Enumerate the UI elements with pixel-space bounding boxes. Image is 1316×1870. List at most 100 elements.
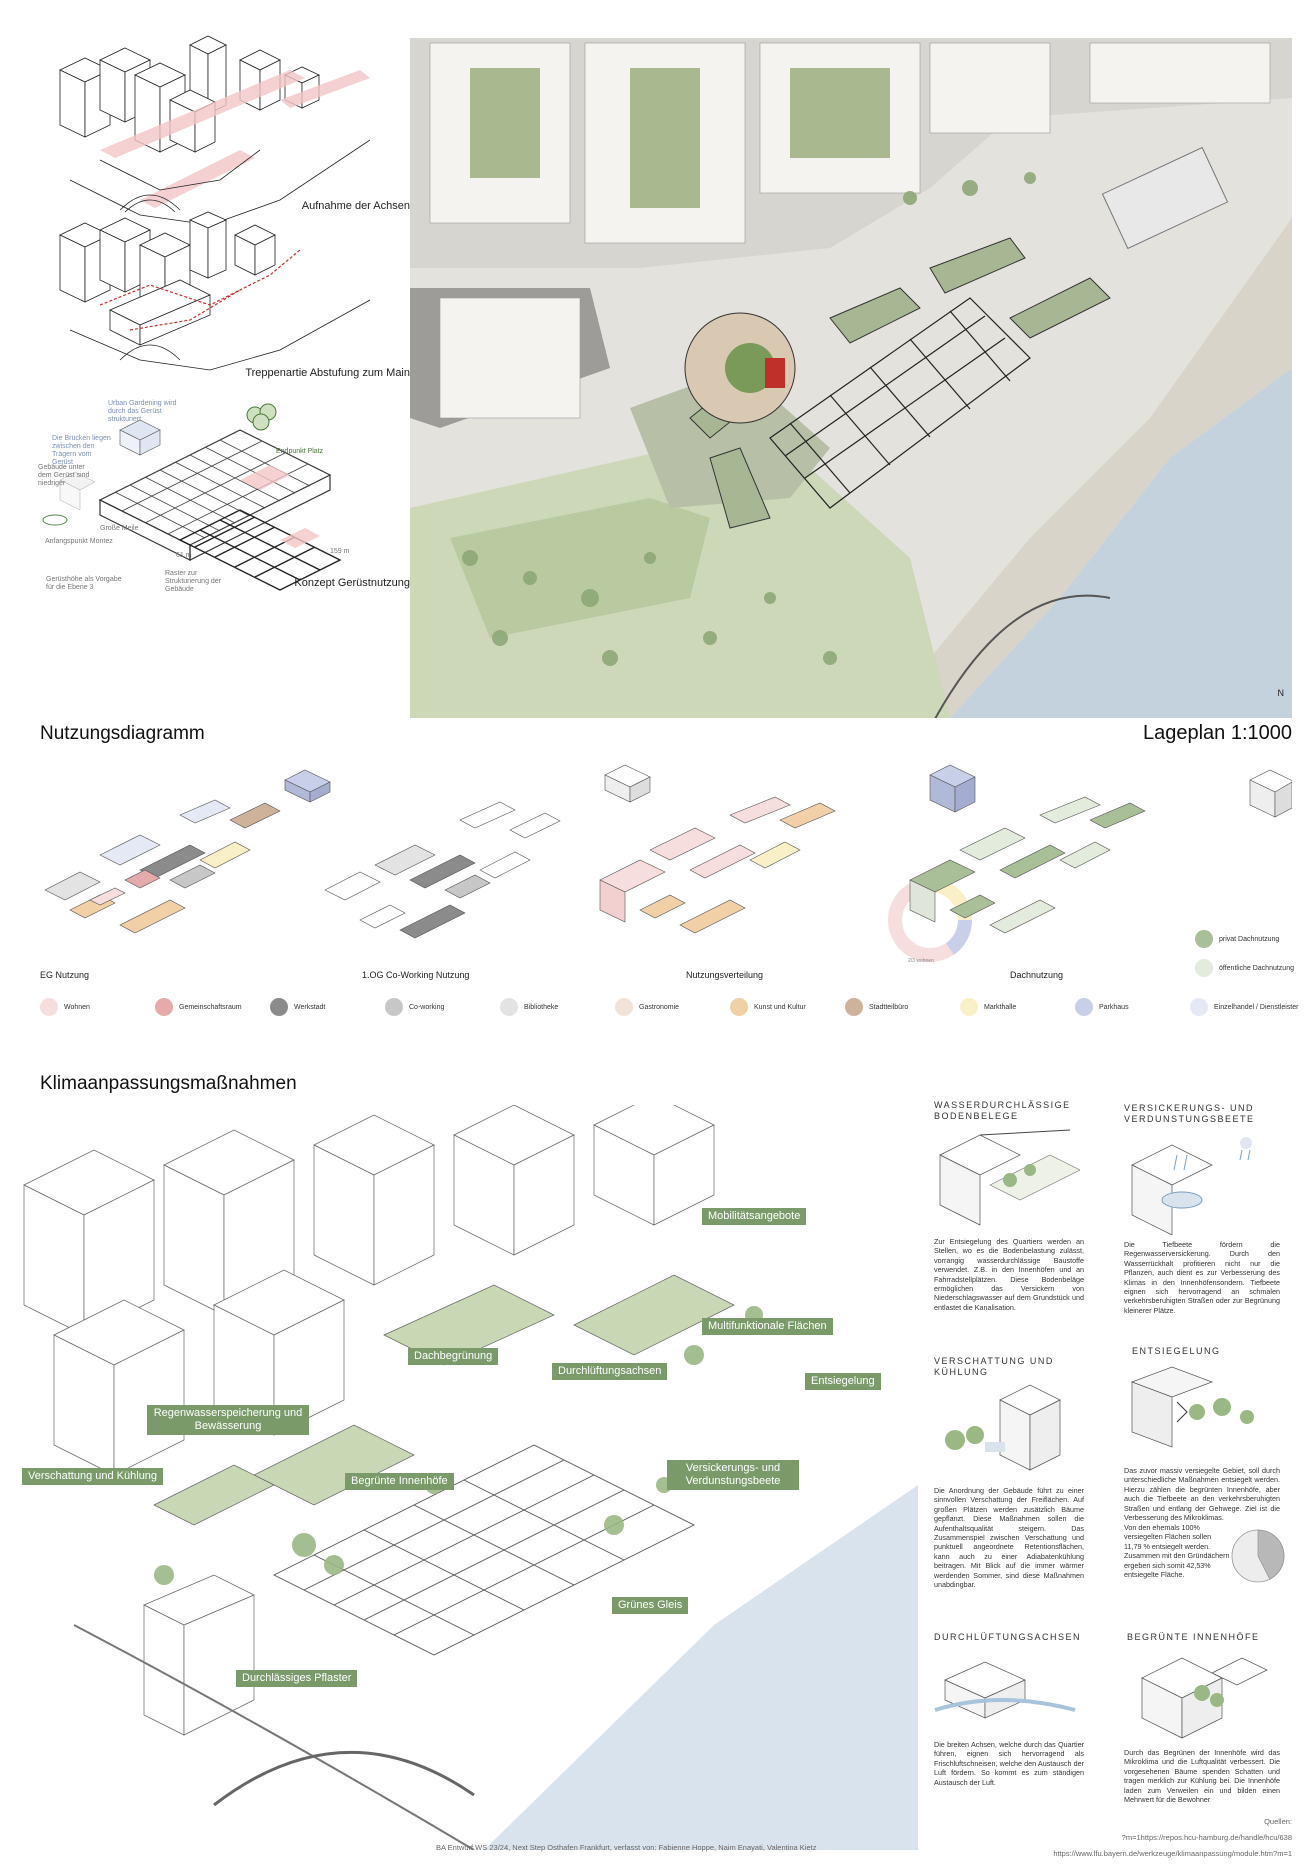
north-arrow: N xyxy=(1277,688,1285,698)
card-image-innen xyxy=(1122,1648,1282,1743)
card-title-versick: Versickerungs- und Verdunstungsbeete xyxy=(1124,1103,1255,1124)
diagram-label-dach: Dachnutzung xyxy=(1010,970,1064,980)
usage-diagrams xyxy=(30,760,1296,970)
diagram3-label: Konzept Gerüstnutzung xyxy=(294,577,410,589)
swatch xyxy=(1190,998,1208,1016)
legend-label: öffentliche Dachnutzung xyxy=(1219,964,1294,972)
terrace-diagram xyxy=(40,210,410,380)
tag-mobilitaet: Mobilitätsangebote xyxy=(702,1208,807,1225)
legend-markthalle: Markthalle xyxy=(960,998,1016,1016)
card-text-versick: Die Tiefbeete fördern die Regenwasserver… xyxy=(1124,1240,1280,1315)
legend-label: privat Dachnutzung xyxy=(1219,935,1280,943)
annotation-bruecken: Die Brücken liegen zwischen den Trägern … xyxy=(52,435,111,466)
legend-label: Markthalle xyxy=(984,1003,1017,1011)
diagram-label-verteilung: Nutzungsverteilung xyxy=(686,970,764,980)
klima-title: Klimaanpassungsmaßnahmen xyxy=(40,1073,297,1094)
annotation-endpunkt: Endpunkt Platz xyxy=(276,448,324,455)
swatch xyxy=(270,998,288,1016)
card-text-entsieg2: Von den ehemals 100% versiegelten Fläche… xyxy=(1124,1523,1230,1580)
usage-legend: Wohnen Gemeinschaftsraum Werkstadt Co-wo… xyxy=(40,998,1302,1022)
site-plan-map: N xyxy=(410,38,1292,718)
annotation-geruesthoehe: Gerüsthöhe als Vorgabe für die Ebene 3 xyxy=(46,576,122,591)
diagram2-label: Treppenartie Abstufung zum Main xyxy=(245,367,410,379)
swatch xyxy=(40,998,58,1016)
legend-label: Gastronomie xyxy=(639,1003,680,1011)
card-image-versick xyxy=(1122,1125,1282,1236)
legend-werkstadt: Werkstadt xyxy=(270,998,325,1016)
legend-bibliotheke: Bibliotheke xyxy=(500,998,558,1016)
swatch xyxy=(845,998,863,1016)
tag-innenhoefe: Begrünte Innenhöfe xyxy=(345,1473,454,1490)
card-title-durch: Durchlüftungsachsen xyxy=(934,1632,1082,1642)
annotation-anfangspunkt: Anfangspunkt Montez xyxy=(45,538,113,545)
legend-label: Wohnen xyxy=(64,1003,90,1011)
card-text-innen: Durch das Begrünen der Innenhöfe wird da… xyxy=(1124,1748,1280,1805)
lageplan-title: Lageplan 1:1000 xyxy=(1142,722,1292,744)
diagram-label-1og: 1.OG Co-Working Nutzung xyxy=(362,970,470,980)
axis-diagram xyxy=(40,30,410,240)
diagram1-label: Aufnahme der Achsen xyxy=(301,200,410,212)
card-text-entsieg: Das zuvor massiv versiegelte Gebiet, sol… xyxy=(1124,1466,1280,1523)
legend-label: Einzelhandel / Dienstleister xyxy=(1214,1003,1299,1011)
swatch xyxy=(730,998,748,1016)
card-text-wasser: Zur Entsiegelung des Quartiers werden an… xyxy=(934,1237,1084,1312)
swatch xyxy=(500,998,518,1016)
tag-multifunktional: Multifunktionale Flächen xyxy=(702,1318,833,1335)
donut-label: 2/3 wohnen xyxy=(908,958,934,964)
legend-label: Gemeinschaftsraum xyxy=(179,1003,242,1011)
footer-source-2: https://www.lfu.bayern.de/werkzeuge/klim… xyxy=(1053,1849,1292,1858)
card-title-wasser: Wasserdurchlässige Bodenbelege xyxy=(934,1100,1071,1121)
swatch xyxy=(385,998,403,1016)
swatch xyxy=(960,998,978,1016)
tag-entsiegelung: Entsiegelung xyxy=(805,1373,881,1390)
tag-durchlueftung: Durchlüftungsachsen xyxy=(552,1363,668,1380)
legend-gastronomie: Gastronomie xyxy=(615,998,679,1016)
card-text-durch: Die breiten Achsen, welche durch das Qua… xyxy=(934,1740,1084,1787)
scaffold-concept-diagram xyxy=(40,390,410,600)
swatch xyxy=(155,998,173,1016)
swatch xyxy=(1195,959,1213,977)
card-image-entsieg xyxy=(1122,1362,1282,1462)
card-image-durch xyxy=(930,1650,1080,1735)
dach-legend-privat: privat Dachnutzung xyxy=(1195,930,1279,948)
annotation-dim1: 61 m xyxy=(176,552,192,559)
tag-regenwasser: Regenwasserspeicherung und Bewässerung xyxy=(147,1405,309,1435)
swatch xyxy=(1075,998,1093,1016)
footer-credit: BA Entwurf WS 23/24, Next Step Osthafen … xyxy=(436,1843,817,1852)
tag-versickerung: Versickerungs- und Verdunstungsbeete xyxy=(667,1460,799,1490)
legend-label: Co-working xyxy=(409,1003,445,1011)
entsiegelung-pie-chart xyxy=(1231,1529,1285,1583)
nutzung-title: Nutzungsdiagramm xyxy=(40,723,205,744)
legend-label: Werkstadt xyxy=(294,1003,326,1011)
legend-label: Bibliotheke xyxy=(524,1003,559,1011)
legend-wohnen: Wohnen xyxy=(40,998,90,1016)
annotation-dim2: 159 m xyxy=(330,548,350,555)
annotation-urban-gardening: Urban Gardening wird durch das Gerüst st… xyxy=(108,400,177,423)
tag-gleis: Grünes Gleis xyxy=(612,1597,689,1614)
legend-label: Kunst und Kultur xyxy=(754,1003,806,1011)
card-image-wasser xyxy=(930,1125,1081,1230)
legend-parkhaus: Parkhaus xyxy=(1075,998,1129,1016)
card-title-schatten: Verschattung und Kühlung xyxy=(934,1356,1054,1377)
tag-dachbegruenung: Dachbegrünung xyxy=(408,1348,499,1365)
card-title-innen: Begrünte Innenhöfe xyxy=(1127,1632,1260,1642)
legend-kunst-kultur: Kunst und Kultur xyxy=(730,998,806,1016)
card-text-schatten: Die Anordnung der Gebäude führt zu einer… xyxy=(934,1486,1084,1590)
annotation-raster: Raster zur Strukturierung der Gebäude xyxy=(165,570,222,593)
legend-label: Parkhaus xyxy=(1099,1003,1129,1011)
tag-pflaster: Durchlässiges Pflaster xyxy=(236,1670,358,1687)
dach-legend-oeffentlich: öffentliche Dachnutzung xyxy=(1195,959,1294,977)
footer-source-1: ?m=1https://repos.hcu-hamburg.de/handle/… xyxy=(1121,1833,1292,1842)
legend-einzelhandel: Einzelhandel / Dienstleister xyxy=(1190,998,1298,1016)
annotation-grosse-meile: Große Meile xyxy=(100,525,139,532)
tag-verschattung: Verschattung und Kühlung xyxy=(22,1468,164,1485)
swatch xyxy=(1195,930,1213,948)
legend-coworking: Co-working xyxy=(385,998,444,1016)
footer-quellen: Quellen: xyxy=(1264,1817,1292,1826)
swatch xyxy=(615,998,633,1016)
legend-stadtteilbuero: Stadtteilbüro xyxy=(845,998,908,1016)
diagram-label-eg: EG Nutzung xyxy=(40,970,90,980)
card-title-entsieg: Entsiegelung xyxy=(1132,1346,1221,1356)
legend-label: Stadtteilbüro xyxy=(869,1003,909,1011)
annotation-gebaeude: Gebäude unter dem Gerüst sind niedriger xyxy=(38,464,90,487)
